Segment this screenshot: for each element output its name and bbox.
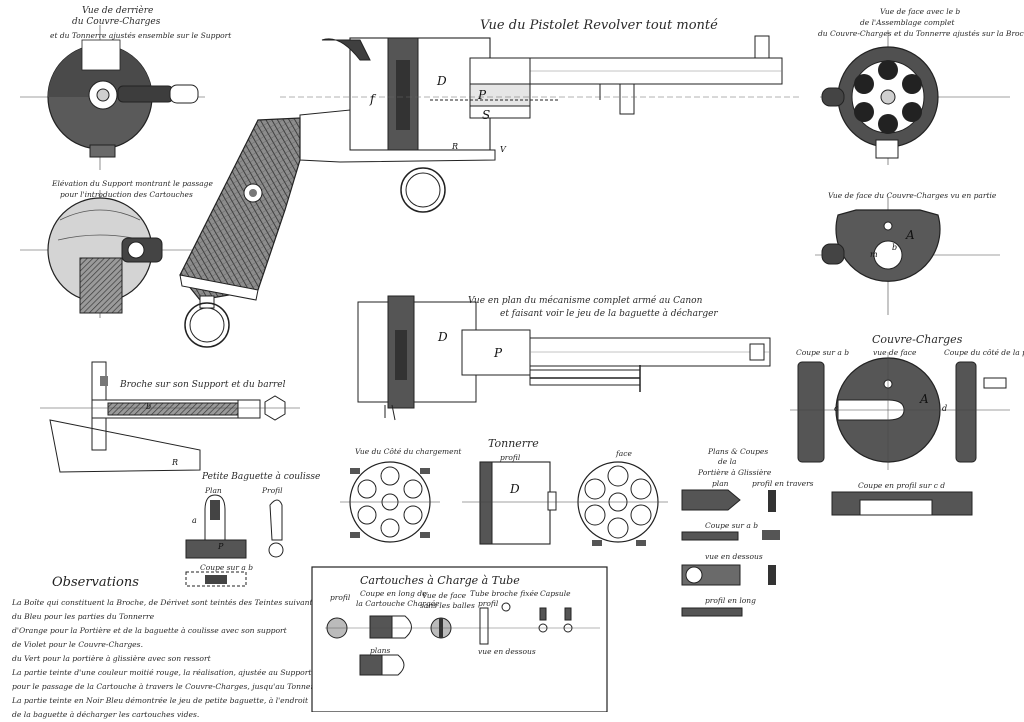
- tonnerre-profil-caption: profil: [500, 453, 521, 462]
- broche-caption: Broche sur son Support et du barrel: [120, 380, 286, 390]
- part-label-d-couvre: d: [942, 404, 948, 413]
- sliding-gate-plans-drawing: [681, 489, 780, 617]
- cartridge-tube-caption: Tube broche fixée: [470, 589, 539, 598]
- front-assembly-caption-2: de l'Assemblage complet: [860, 18, 955, 27]
- part-label-b-broche: b: [146, 402, 152, 411]
- plan-view-mechanism-drawing: [357, 295, 771, 421]
- part-label-p-baguette: P: [218, 542, 224, 551]
- cartridge-coupe-caption-1: Coupe en long de: [360, 589, 427, 598]
- plans-vue-caption: vue en dessous: [705, 552, 763, 561]
- observation-item: La partie teinte d'une couleur moitié ro…: [12, 668, 312, 677]
- part-label-s-side: S: [482, 108, 491, 122]
- back-view-cover-drawing: [20, 25, 205, 170]
- part-label-d-plan: D: [438, 330, 448, 344]
- baguette-profil-caption: Profil: [262, 486, 283, 495]
- plans-profil-caption: profil en travers: [752, 479, 814, 488]
- support-caption-1: Elévation du Support montrant le passage: [52, 179, 213, 188]
- support-elevation-drawing: [20, 190, 205, 318]
- cartridge-box-drawing: [311, 566, 608, 712]
- observation-item: de Violet pour le Couvre-Charges.: [12, 640, 143, 649]
- cylinder-loading-side-drawing: [340, 461, 440, 543]
- broche-support-drawing: [40, 361, 300, 473]
- front-assembly-caption-1: Vue de face avec le b: [880, 7, 961, 16]
- cartridge-capsule-caption: Capsule: [540, 589, 571, 598]
- revolver-side-view-drawing: [179, 35, 800, 348]
- part-label-a-baguette: a: [192, 516, 197, 525]
- couvre-charges-title: Couvre-Charges: [872, 333, 963, 346]
- cylinder-face-drawing: [570, 461, 668, 546]
- cylinder-profile-drawing: [462, 461, 570, 545]
- plans-coupes-caption-2: de la: [718, 457, 737, 466]
- back-view-caption-3: et du Tonnerre ajustés ensemble sur le S…: [50, 31, 232, 40]
- part-label-a-cover: A: [906, 228, 915, 242]
- baguette-caption: Petite Baguette à coulisse: [202, 472, 321, 482]
- part-label-m-cover: m: [870, 250, 878, 259]
- baguette-plan-caption: Plan: [205, 486, 222, 495]
- cover-face-view-drawing: [815, 198, 1000, 315]
- part-label-v-side: V: [500, 145, 506, 154]
- cartridge-plans-caption: plans: [370, 646, 391, 655]
- cartridge-vue-face-caption: Vue de face: [422, 591, 467, 600]
- plan-view-caption-2: et faisant voir le jeu de la baguette à …: [500, 309, 718, 319]
- cartridge-tube-profil-caption: profil: [478, 599, 499, 608]
- plans-plan-caption: plan: [712, 479, 729, 488]
- observation-item: du Bleu pour les parties du Tonnerre: [12, 612, 155, 621]
- plans-coupes-caption-1: Plans & Coupes: [708, 447, 769, 456]
- cartridge-profil-caption: profil: [330, 593, 351, 602]
- coupe-plan-caption: Coupe en profil sur c d: [858, 481, 946, 490]
- coupe-ab-caption: Coupe sur a b: [796, 348, 850, 357]
- observation-item: du Vert pour la portière à glissière ave…: [12, 654, 211, 663]
- coupe-cote-caption: Coupe du côté de la platine: [944, 348, 1024, 357]
- observation-item: pour le passage de la Cartouche à traver…: [12, 682, 312, 691]
- plan-view-caption-1: Vue en plan du mécanisme complet armé au…: [468, 296, 703, 306]
- cartridge-sans-balle-caption: sans les balles: [420, 601, 475, 610]
- cartridge-vue-dessus-caption: vue en dessous: [478, 647, 536, 656]
- back-view-caption-1: Vue de derrière: [82, 6, 154, 16]
- observation-item: de la baguette à décharger les cartouche…: [12, 710, 200, 719]
- observation-item: La partie teinte en Noir Bleu démontrée …: [12, 696, 309, 705]
- part-label-r-side: R: [452, 142, 459, 151]
- observations-list: La Boîte qui constituent la Broche, de D…: [12, 596, 312, 722]
- front-assembly-caption-3: du Couvre-Charges et du Tonnerre ajustés…: [818, 29, 1024, 38]
- observation-item: La Boîte qui constituent la Broche, de D…: [12, 598, 312, 607]
- part-label-b-cover: b: [892, 243, 898, 252]
- couvre-charges-drawing: [790, 352, 1010, 516]
- part-label-p-plan: P: [494, 346, 503, 360]
- part-label-c-couvre: c: [834, 404, 839, 413]
- tonnerre-title: Tonnerre: [488, 437, 539, 450]
- side-view-caption: Vue du Pistolet Revolver tout monté: [480, 18, 718, 33]
- part-label-d-tonnerre: D: [510, 482, 520, 496]
- part-label-p-side: P: [478, 88, 487, 102]
- tonnerre-side-caption: Vue du Côté du chargement: [355, 447, 462, 456]
- front-assembly-drawing: [820, 30, 1010, 165]
- cartridge-coupe-caption-2: la Cartouche Chargée: [356, 599, 440, 608]
- plans-coupes-caption-3: Portière à Glissière: [698, 468, 772, 477]
- tonnerre-face-caption: face: [616, 449, 632, 458]
- couvre-charges-face-caption: vue de face: [873, 348, 917, 357]
- part-label-r-broche: R: [172, 458, 179, 467]
- part-label-a-couvre: A: [920, 392, 929, 406]
- observation-item: d'Orange pour la Portière et de la bague…: [12, 626, 287, 635]
- support-caption-2: pour l'introduction des Cartouches: [60, 190, 193, 199]
- back-view-caption-2: du Couvre-Charges: [72, 17, 161, 27]
- baguette-coupe-caption: Coupe sur a b: [200, 563, 254, 572]
- plans-coupe-caption: Coupe sur a b: [705, 521, 759, 530]
- part-label-f-side: f: [370, 92, 375, 106]
- observations-title: Observations: [52, 575, 139, 590]
- cartridge-box-title: Cartouches à Charge à Tube: [360, 574, 520, 587]
- part-label-d-side: D: [437, 74, 447, 88]
- cover-face-caption: Vue de face du Couvre-Charges vu en part…: [828, 191, 997, 200]
- plans-profil-long-caption: profil en long: [705, 596, 756, 605]
- sliding-rod-drawing: [185, 494, 284, 587]
